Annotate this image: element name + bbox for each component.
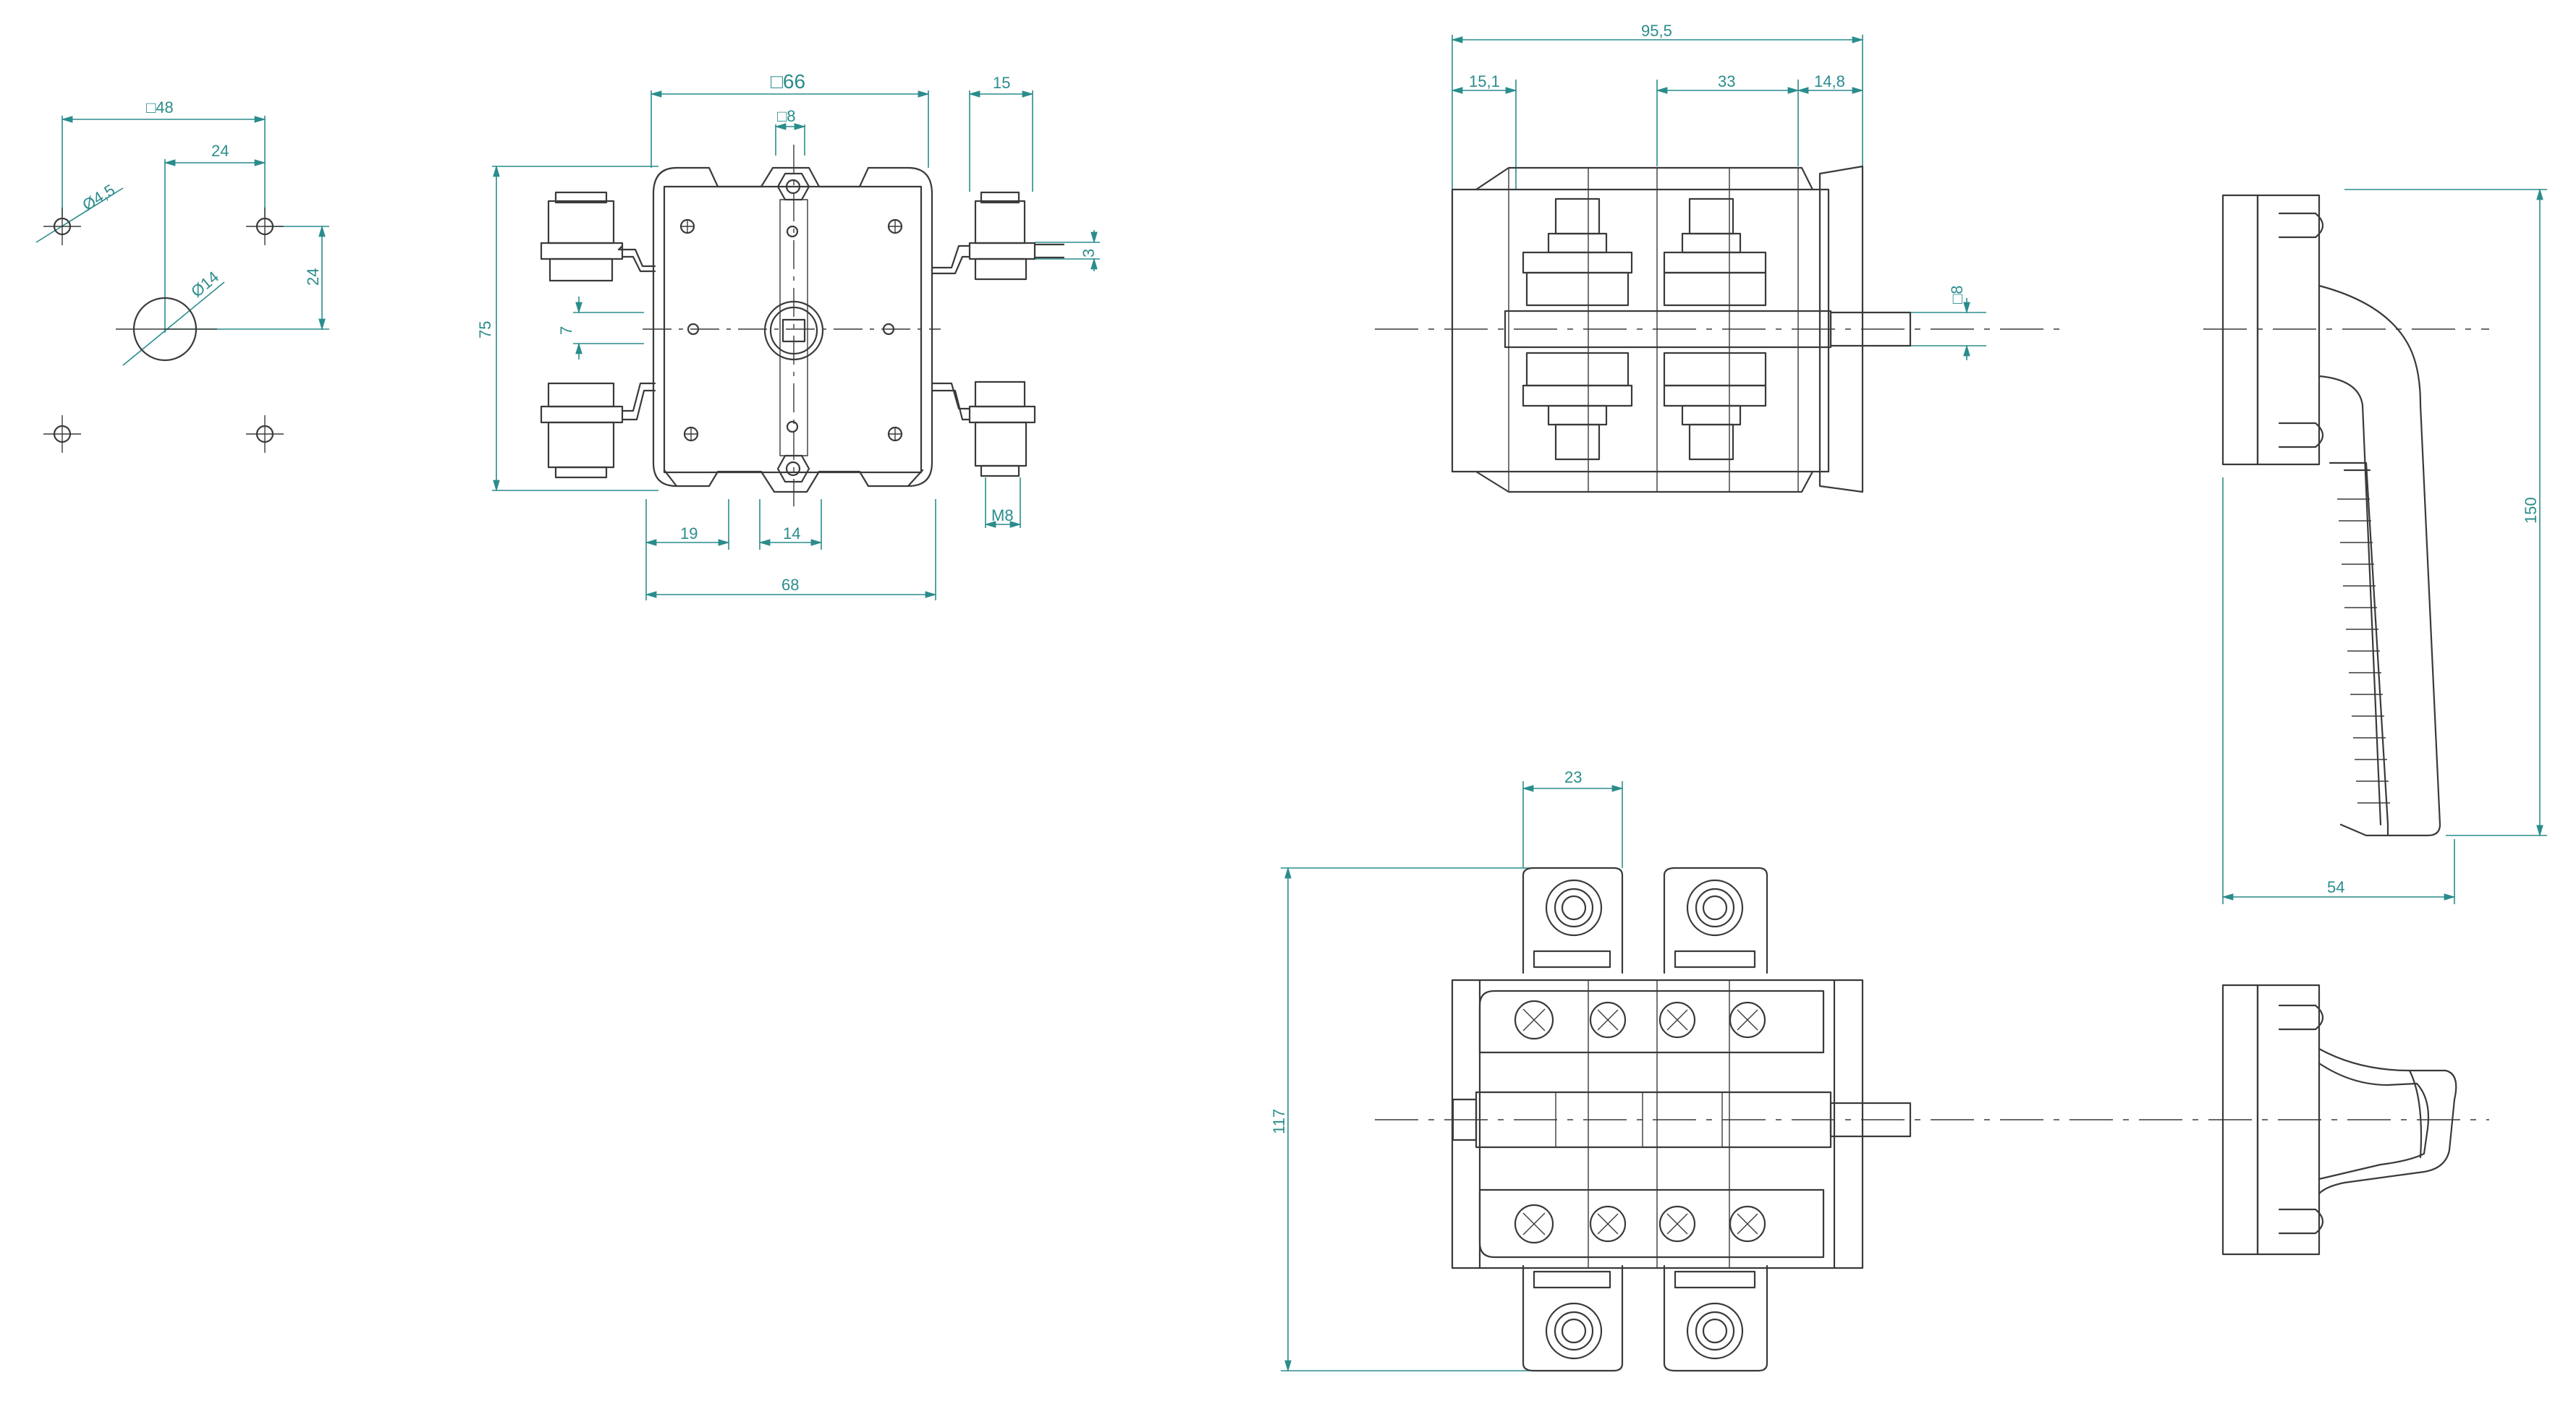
dim-75: 75 — [476, 321, 494, 339]
dim-15: 15 — [993, 74, 1010, 92]
drilling-template-view: □48 24 24 Ø4,5 Ø14 — [35, 98, 329, 453]
dim-19: 19 — [680, 524, 698, 543]
dim-7: 7 — [557, 326, 575, 335]
side-view-top: 95,5 15,1 33 14,8 □8 — [1375, 22, 2069, 493]
dim-3: 3 — [1080, 249, 1098, 258]
dim-square-8: □8 — [777, 107, 796, 125]
dim-square-48: □48 — [146, 98, 174, 116]
dim-117: 117 — [1270, 1109, 1288, 1134]
dim-24-vertical: 24 — [304, 268, 322, 286]
dim-15-1: 15,1 — [1469, 72, 1500, 90]
dim-square-8-side: □8 — [1948, 285, 1966, 304]
handle-side-view: 150 54 — [2203, 188, 2547, 904]
dim-23: 23 — [1564, 768, 1582, 786]
dim-54: 54 — [2327, 878, 2344, 896]
front-view: □66 □8 15 3 75 7 19 14 68 M8 — [476, 70, 1100, 600]
dim-68: 68 — [781, 576, 799, 594]
dim-m8: M8 — [991, 506, 1014, 524]
dim-dia-4-5: Ø4,5 — [79, 181, 118, 214]
dim-14-8: 14,8 — [1814, 72, 1845, 90]
top-view-bottom: 23 117 — [1270, 768, 2489, 1372]
handle-top-view — [2221, 984, 2457, 1256]
dim-150: 150 — [2522, 497, 2540, 524]
dim-24-horizontal: 24 — [211, 142, 229, 160]
dim-dia-14: Ø14 — [187, 268, 222, 301]
dim-33: 33 — [1718, 72, 1735, 90]
dim-14: 14 — [783, 524, 800, 543]
dim-square-66: □66 — [771, 70, 805, 93]
dim-95-5: 95,5 — [1641, 22, 1672, 40]
